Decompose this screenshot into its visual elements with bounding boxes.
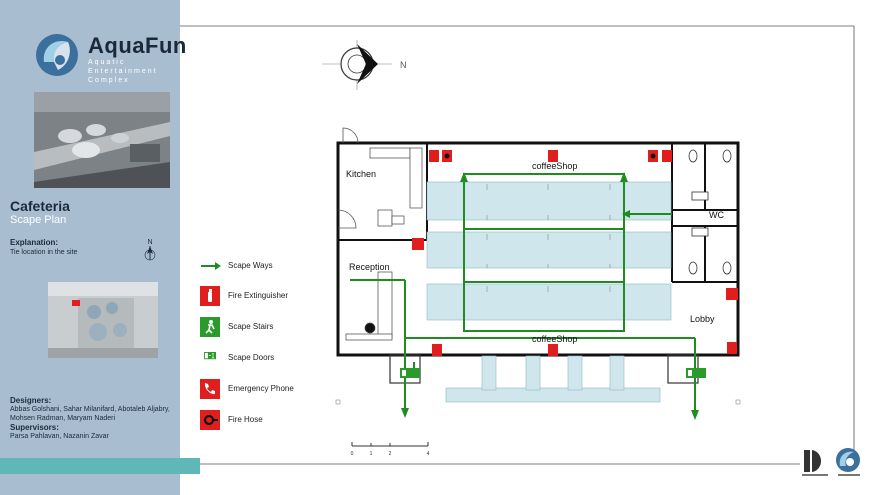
legend-label: Fire Hose bbox=[228, 415, 263, 424]
side-door bbox=[337, 209, 357, 229]
exterior-terrace bbox=[445, 355, 661, 403]
north-arrow-icon: N bbox=[144, 239, 156, 261]
emergency-phone-icon bbox=[200, 379, 220, 399]
seating-areas bbox=[426, 181, 672, 321]
kitchen-door bbox=[342, 127, 359, 144]
supervisors-names: Parsa Pahlavan, Nazanin Zavar bbox=[10, 433, 109, 440]
site-aerial-photo bbox=[34, 92, 170, 188]
reception-counter bbox=[345, 271, 393, 341]
legend-fire-extinguisher: Fire Extinguisher bbox=[200, 286, 350, 306]
project-title: Cafeteria bbox=[10, 198, 70, 214]
designers-names: Abbas Golshani, Sahar Milanifard, Abotal… bbox=[10, 406, 170, 422]
legend-label: Scape Ways bbox=[228, 261, 273, 270]
fire-extinguisher-signs bbox=[429, 150, 737, 356]
legend-label: Scape Doors bbox=[228, 353, 275, 362]
site-location-map bbox=[48, 282, 158, 358]
legend-scape-doors: Scape Doors bbox=[200, 348, 350, 368]
emergency-phone-signs bbox=[412, 238, 738, 300]
escape-arrowheads bbox=[401, 172, 699, 420]
interior-walls bbox=[338, 143, 738, 283]
green-arrow-icon bbox=[201, 262, 221, 270]
escape-routes bbox=[350, 173, 696, 412]
escape-door-signs bbox=[400, 368, 706, 378]
room-label-coffeeshop-top: coffeeShop bbox=[532, 161, 577, 171]
legend-fire-hose: Fire Hose bbox=[200, 410, 350, 430]
aquafun-logo-icon bbox=[36, 34, 78, 76]
fire-hose-icon bbox=[200, 410, 220, 430]
wc-fixtures bbox=[688, 149, 732, 275]
legend-emergency-phone: Emergency Phone bbox=[200, 379, 350, 399]
project-subtitle: Scape Plan bbox=[10, 214, 67, 226]
university-logo-icon bbox=[802, 450, 828, 476]
site-marker bbox=[735, 399, 741, 405]
scale-tick: 2 bbox=[389, 451, 392, 457]
kitchen-counters bbox=[369, 147, 423, 227]
designers-heading: Designers: bbox=[10, 396, 52, 405]
accent-band bbox=[0, 458, 200, 474]
emergency-stairs-icon bbox=[200, 317, 220, 337]
brand-name: AquaFun bbox=[88, 33, 187, 58]
scale-tick: 1 bbox=[370, 451, 373, 457]
fire-hose-signs bbox=[442, 150, 658, 162]
brand-subtitle: Aquatic Entertainment Complex bbox=[88, 58, 178, 85]
legend-label: Fire Extinguisher bbox=[228, 291, 289, 300]
aquafun-small-logo-icon bbox=[836, 448, 860, 476]
legend-label: Scape Stairs bbox=[228, 322, 274, 331]
brand-subtitle-line: Entertainment bbox=[88, 68, 158, 75]
north-letter: N bbox=[147, 239, 152, 246]
sidebar-panel: AquaFun Aquatic Entertainment Complex Ca… bbox=[0, 0, 186, 495]
room-label-reception: Reception bbox=[349, 262, 390, 272]
legend-scape-ways: Scape Ways bbox=[200, 256, 350, 276]
legend-scape-stairs: Scape Stairs bbox=[200, 317, 350, 337]
scale-tick: 4 bbox=[427, 451, 430, 457]
entrance-vestibules bbox=[389, 354, 699, 384]
explanation-heading: Explanation: bbox=[10, 238, 59, 247]
institution-logos bbox=[802, 448, 860, 476]
brand-subtitle-line: Aquatic bbox=[88, 59, 126, 66]
fire-extinguisher-icon bbox=[200, 286, 220, 306]
site-marker bbox=[335, 399, 341, 405]
credits-block: Designers: Abbas Golshani, Sahar Milanif… bbox=[10, 396, 182, 441]
room-label-coffeeshop-bottom: coffeeShop bbox=[532, 334, 577, 344]
compass-north-letter: N bbox=[400, 60, 407, 70]
room-label-wc: WC bbox=[709, 210, 724, 220]
escape-door-icon bbox=[204, 352, 216, 360]
legend-label: Emergency Phone bbox=[228, 384, 294, 393]
room-label-kitchen: Kitchen bbox=[346, 169, 376, 179]
scale-bar: 0 1 2 4 bbox=[351, 442, 430, 457]
scale-tick: 0 bbox=[351, 451, 354, 457]
brand-subtitle-line: Complex bbox=[88, 77, 130, 84]
room-label-lobby: Lobby bbox=[690, 314, 715, 324]
seating-markers bbox=[486, 184, 611, 292]
explanation-text: Tie location in the site bbox=[10, 249, 78, 256]
supervisors-heading: Supervisors: bbox=[10, 423, 59, 432]
compass-icon: N bbox=[322, 40, 407, 90]
